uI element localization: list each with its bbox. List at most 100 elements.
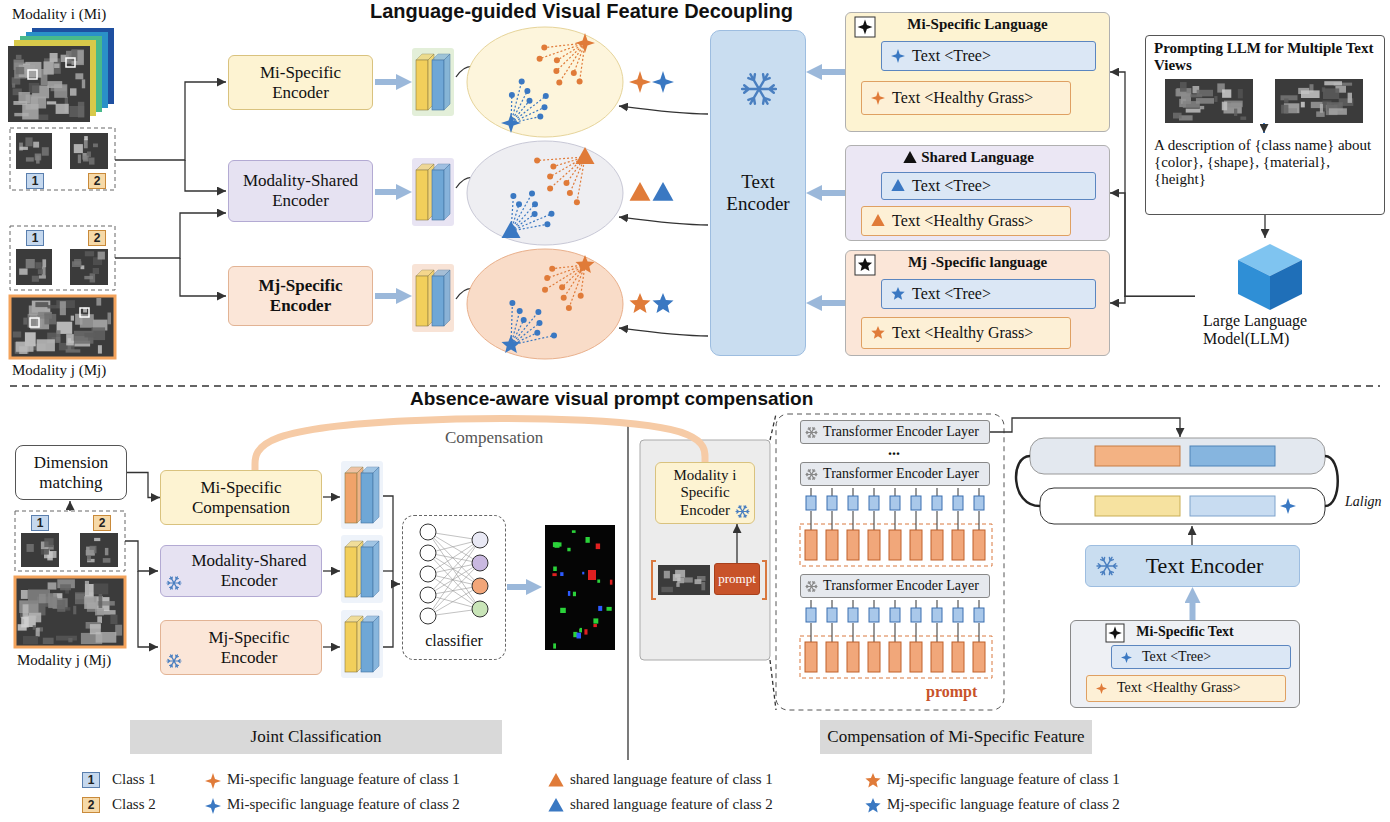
visual-feature-dot <box>527 98 533 104</box>
feature-front <box>345 547 357 597</box>
visual-feature-dot <box>564 180 570 186</box>
input-token <box>910 642 922 672</box>
image-detail <box>1190 94 1202 97</box>
input-token <box>973 642 985 672</box>
cube-right <box>1270 260 1302 310</box>
visual-feature-dot <box>542 104 548 110</box>
input-token <box>952 530 964 560</box>
visual-feature-dot <box>554 57 560 63</box>
triangle-marker <box>891 179 904 191</box>
similarity-link <box>511 194 532 232</box>
prompt-box: Prompting LLM for Multiple Text ViewsA d… <box>1145 35 1385 215</box>
satellite-image <box>16 133 52 169</box>
class-pixel <box>572 530 576 533</box>
token-link <box>958 600 959 608</box>
class-tag: 2 <box>93 515 111 531</box>
image-detail <box>664 571 670 579</box>
image-detail <box>48 582 57 589</box>
token-link <box>895 511 896 530</box>
image-detail <box>1238 89 1243 98</box>
feature-panel <box>412 264 454 332</box>
class-pixel <box>593 618 598 623</box>
input-token <box>826 530 838 560</box>
visual-feature-dot <box>542 287 548 293</box>
class-tag: 2 <box>88 230 106 246</box>
star-marker <box>652 71 674 93</box>
snowflake <box>806 581 817 591</box>
class-pixel <box>607 607 612 611</box>
output-token <box>974 496 984 510</box>
input-token <box>889 642 901 672</box>
image-detail <box>1186 108 1201 112</box>
class-pixel <box>553 643 556 648</box>
similarity-link <box>511 96 546 123</box>
token-link <box>958 623 959 642</box>
image-detail <box>1323 88 1339 99</box>
image-detail <box>661 587 673 592</box>
image-detail <box>47 81 62 88</box>
output-token <box>848 608 858 622</box>
image-detail <box>78 155 81 164</box>
image-detail <box>29 83 40 93</box>
output-token <box>911 608 921 622</box>
image-detail <box>56 330 60 343</box>
classification-map <box>545 525 615 650</box>
visual-feature-dot <box>559 284 565 290</box>
feature-side <box>373 616 379 672</box>
legend-label: Class 2 <box>112 796 156 813</box>
classifier-wire <box>383 586 393 647</box>
token-link <box>937 623 938 642</box>
image-detail <box>25 137 32 146</box>
encoder-box: Mi-Specific Encoder <box>228 55 373 110</box>
feature-symbol <box>1105 623 1125 643</box>
strip-icon <box>1153 75 1377 135</box>
visual-feature-dot <box>544 221 550 227</box>
triangle-marker <box>502 221 521 238</box>
visual-feature-dot <box>550 164 556 170</box>
similarity-link <box>547 265 585 278</box>
output-token <box>890 608 900 622</box>
image-detail <box>36 628 40 637</box>
visual-feature-dot <box>547 174 553 180</box>
feature-arrow <box>323 496 340 497</box>
star-marker <box>891 287 904 300</box>
class-pixel <box>596 544 600 550</box>
output-token <box>806 608 816 622</box>
token-link <box>832 488 833 496</box>
feature-slab <box>1190 496 1275 516</box>
encoder-box: Mj-Specific Encoder <box>228 266 373 326</box>
section-bar: Joint Classification <box>130 720 502 754</box>
feature-panel <box>341 610 383 678</box>
image-detail <box>676 583 679 587</box>
input-token <box>910 530 922 560</box>
feature-arrow <box>375 293 396 299</box>
encoder-box: Mj-Specific Encoder <box>160 620 322 675</box>
legend-label: Mj-specific language feature of class 2 <box>887 796 1120 813</box>
image-detail <box>85 581 89 595</box>
annotation-label: Modality j (Mj) <box>12 362 106 379</box>
feature-front <box>361 473 373 523</box>
token-link <box>958 511 959 530</box>
similarity-link <box>511 312 538 345</box>
visual-feature-dot <box>574 199 580 205</box>
feature-slab <box>1190 446 1275 466</box>
legend-label: Mi-specific language feature of class 2 <box>227 796 460 813</box>
visual-feature-dot <box>510 193 516 199</box>
text-encoder: Text Encoder <box>1085 545 1300 587</box>
feature-arrow <box>323 646 340 647</box>
triangle-marker <box>630 182 651 201</box>
snowflake <box>167 655 181 667</box>
visual-feature-dot <box>547 185 553 191</box>
token-link <box>853 623 854 642</box>
feature-slab <box>1095 446 1180 466</box>
frozen-snowflake <box>741 71 777 107</box>
flow-arrow <box>736 524 737 563</box>
satellite-image <box>1275 79 1363 123</box>
star-marker <box>205 773 221 789</box>
sample-images <box>1153 75 1377 135</box>
image-detail <box>27 544 34 552</box>
star-marker <box>629 71 651 93</box>
visual-feature-dot <box>529 191 535 197</box>
input-token <box>889 530 901 560</box>
legend-label: Class 1 <box>112 771 156 788</box>
